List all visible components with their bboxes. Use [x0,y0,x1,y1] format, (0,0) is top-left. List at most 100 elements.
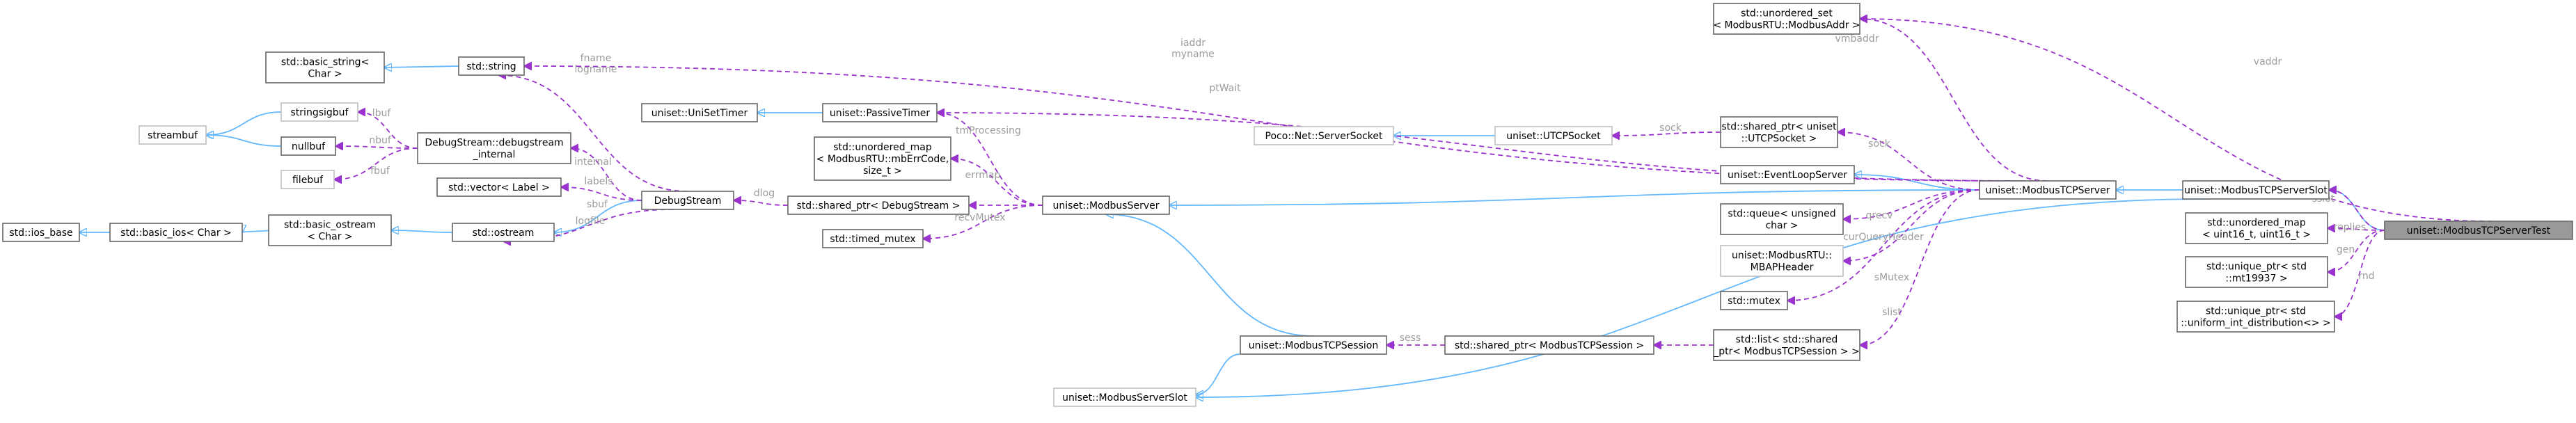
class-node-mutex[interactable]: std::mutex [1720,291,1788,310]
edge-label-logfile: logfile [576,216,606,227]
node-box [2182,180,2330,200]
class-node-basic-ostream[interactable]: std::basic_ostream< Char > [268,214,392,246]
node-label: ::mt19937 > [2225,273,2287,285]
class-node-modbustcpserverslot[interactable]: uniset::ModbusTCPServerSlot [2182,180,2330,200]
node-label: std::ios_base [9,228,72,239]
class-node-debugstream[interactable]: DebugStream [641,191,734,210]
class-node-serversocket[interactable]: Poco::Net::ServerSocket [1254,126,1394,145]
usage-edge-sp_utcp-to-utcpsocket [1612,132,1721,136]
node-label: std::basic_ostream [284,220,376,231]
class-node-debugstream-internal[interactable]: DebugStream::debugstream_internal [417,132,571,164]
edge-label-line: recvMutex [954,212,1005,223]
edge-label-recvMutex: recvMutex [954,212,1005,223]
class-node-filebuf[interactable]: filebuf [280,170,335,189]
node-label: std::shared_ptr< ModbusTCPSession > [1455,340,1644,351]
class-node-streambuf[interactable]: streambuf [139,125,207,145]
edge-label-line: replies [2334,222,2366,233]
node-box [1720,165,1855,184]
class-node-mbapheader[interactable]: uniset::ModbusRTU::MBAPHeader [1720,245,1844,277]
edge-label-line: slist [1882,307,1902,318]
class-node-string[interactable]: std::string [458,56,525,76]
usage-edge-modbustcpserver-to-mbapheader [1843,189,1980,261]
class-node-list-sessions[interactable]: std::list< std::shared_ptr< ModbusTCPSes… [1713,329,1860,361]
usage-edge-debugstream-to-debugstream_internal [571,148,642,201]
class-node-modbusserverslot[interactable]: uniset::ModbusServerSlot [1053,388,1196,407]
node-box [1713,3,1860,35]
class-node-basic-string[interactable]: std::basic_string<Char > [265,51,385,83]
node-label: DebugStream [654,195,722,207]
class-node-modbusserver[interactable]: uniset::ModbusServer [1042,195,1170,215]
edge-label-line: logfile [576,216,606,227]
node-label: Poco::Net::ServerSocket [1265,131,1383,142]
usage-edge-debugstream-to-string [498,75,688,192]
node-label: ::uniform_int_distribution<> > [2181,318,2330,329]
class-node-vector-label[interactable]: std::vector< Label > [436,177,562,197]
node-label: std::mutex [1728,296,1780,307]
class-node-basic-ios[interactable]: std::basic_ios< Char > [109,223,243,242]
edge-label-sock2: sock [1659,122,1682,134]
class-node-stringsigbuf[interactable]: stringsigbuf [280,102,358,122]
edge-label-lbuf: lbuf [372,108,392,119]
usage-edge-sp_debugstream-to-debugstream [734,200,789,206]
inheritance-edge-modbustcpserver-to-eventloopserver [1854,175,1980,191]
class-node-timed-mutex[interactable]: std::timed_mutex [822,229,924,248]
edge-label-sMutex: sMutex [1874,272,1909,283]
node-label: uniset::UTCPSocket [1506,131,1601,142]
class-node-unique-dist[interactable]: std::unique_ptr< std::uniform_int_distri… [2176,301,2335,333]
class-node-test[interactable]: uniset::ModbusTCPServerTest [2384,221,2573,240]
class-node-ios-base[interactable]: std::ios_base [2,223,80,242]
node-label: streambuf [148,130,198,141]
class-node-unordered-map-u16[interactable]: std::unordered_map< uint16_t, uint16_t > [2185,212,2328,244]
edge-label-line: gen [2337,244,2355,255]
class-node-eventloopserver[interactable]: uniset::EventLoopServer [1720,165,1855,184]
node-box [822,103,938,122]
usage-edge-test-to-unordered_map_u16 [2328,228,2385,230]
node-box [1713,329,1860,361]
inheritance-edge-modbustcpsession-to-modbusserver [1106,214,1314,337]
edge-label-sock: sock [1868,138,1891,150]
node-box [641,191,734,210]
inheritance-edge-ostream-to-basic_ostream [391,230,453,232]
node-label: _internal [473,150,516,161]
class-node-modbustcpserver[interactable]: uniset::ModbusTCPServer [1979,180,2117,200]
inheritance-edge-modbustcpsession-to-modbusserverslot [1196,353,1241,394]
class-node-sp-utcp[interactable]: std::shared_ptr< uniset::UTCPSocket > [1720,116,1838,148]
edge-label-line: dlog [754,188,775,199]
edge-label-tmProcessing: tmProcessing [956,125,1021,136]
node-box [265,51,385,83]
node-label: uniset::ModbusServer [1053,200,1160,212]
class-node-utcpsocket[interactable]: uniset::UTCPSocket [1494,126,1613,145]
class-node-sp-session[interactable]: std::shared_ptr< ModbusTCPSession > [1444,335,1654,355]
edge-label-line: tmProcessing [956,125,1021,136]
node-box [1979,180,2117,200]
class-node-nullbuf[interactable]: nullbuf [280,136,336,156]
class-node-passivetimer[interactable]: uniset::PassiveTimer [822,103,938,122]
edge-label-vaddr: vaddr [2254,56,2282,67]
class-node-unordered-set[interactable]: std::unordered_set< ModbusRTU::ModbusAdd… [1713,3,1860,35]
node-label: < ModbusRTU::ModbusAddr > [1713,20,1860,31]
node-label: stringsigbuf [291,107,349,118]
node-label: std::unique_ptr< std [2206,306,2306,317]
node-label: < uint16_t, uint16_t > [2202,230,2311,241]
edge-label-gen: gen [2337,244,2355,255]
edge-label-rnd: rnd [2358,271,2374,282]
node-label: uniset::ModbusTCPSession [1249,340,1378,351]
node-label: uniset::ModbusTCPServerTest [2407,225,2551,237]
edge-label-line: qrecv [1866,210,1893,221]
class-node-sp-debugstream[interactable]: std::shared_ptr< DebugStream > [787,195,970,215]
edge-label-line: iaddr [1180,38,1206,49]
edge-label-line: logname [574,64,617,75]
usage-edge-modbusserver-to-timed_mutex [923,205,1043,239]
class-node-ostream[interactable]: std::ostream [452,223,555,242]
class-node-unique-mt[interactable]: std::unique_ptr< std::mt19937 > [2185,256,2328,288]
class-node-unordered-map-mb[interactable]: std::unordered_map< ModbusRTU::mbErrCode… [814,136,951,181]
node-box [814,136,951,181]
node-box [1720,245,1844,277]
class-node-modbustcpsession[interactable]: uniset::ModbusTCPSession [1240,335,1387,355]
usage-edge-modbustcpserver-to-unordered_set [1860,19,2048,182]
inheritance-edge-basic_ostream-to-basic_ios [242,230,269,232]
edge-label-labels: labels [584,176,613,187]
class-node-unisettimer[interactable]: uniset::UniSetTimer [641,103,758,122]
